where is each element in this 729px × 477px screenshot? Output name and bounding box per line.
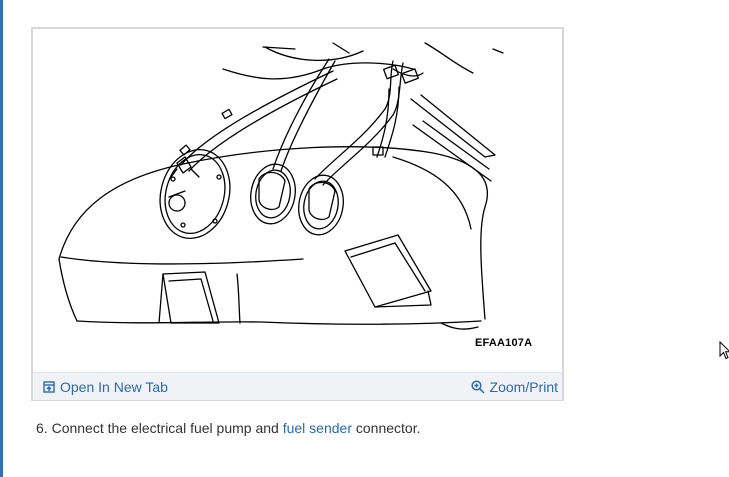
left-accent-bar bbox=[0, 0, 3, 477]
step-text-before: Connect the electrical fuel pump and bbox=[51, 420, 279, 436]
figure-toolbar: Open In New Tab Zoom/Print bbox=[33, 372, 562, 400]
fuel-tank-illustration bbox=[33, 29, 562, 372]
figure-code-label: EFAA107A bbox=[475, 337, 533, 349]
zoom-print-button[interactable]: Zoom/Print bbox=[470, 379, 558, 395]
open-new-tab-icon bbox=[43, 381, 55, 393]
open-in-new-tab-label: Open In New Tab bbox=[60, 379, 168, 395]
mouse-pointer-icon bbox=[719, 340, 729, 365]
figure-card: EFAA107A Open In New Tab Zoom/Print bbox=[31, 27, 564, 401]
zoom-print-label: Zoom/Print bbox=[489, 379, 558, 395]
fuel-sender-link[interactable]: fuel sender bbox=[282, 420, 352, 436]
step-instruction: 6. Connect the electrical fuel pump and … bbox=[36, 420, 421, 436]
open-in-new-tab-button[interactable]: Open In New Tab bbox=[43, 379, 168, 395]
zoom-in-icon bbox=[470, 380, 485, 394]
step-text-after: connector. bbox=[355, 420, 421, 436]
step-number: 6. bbox=[36, 420, 48, 436]
